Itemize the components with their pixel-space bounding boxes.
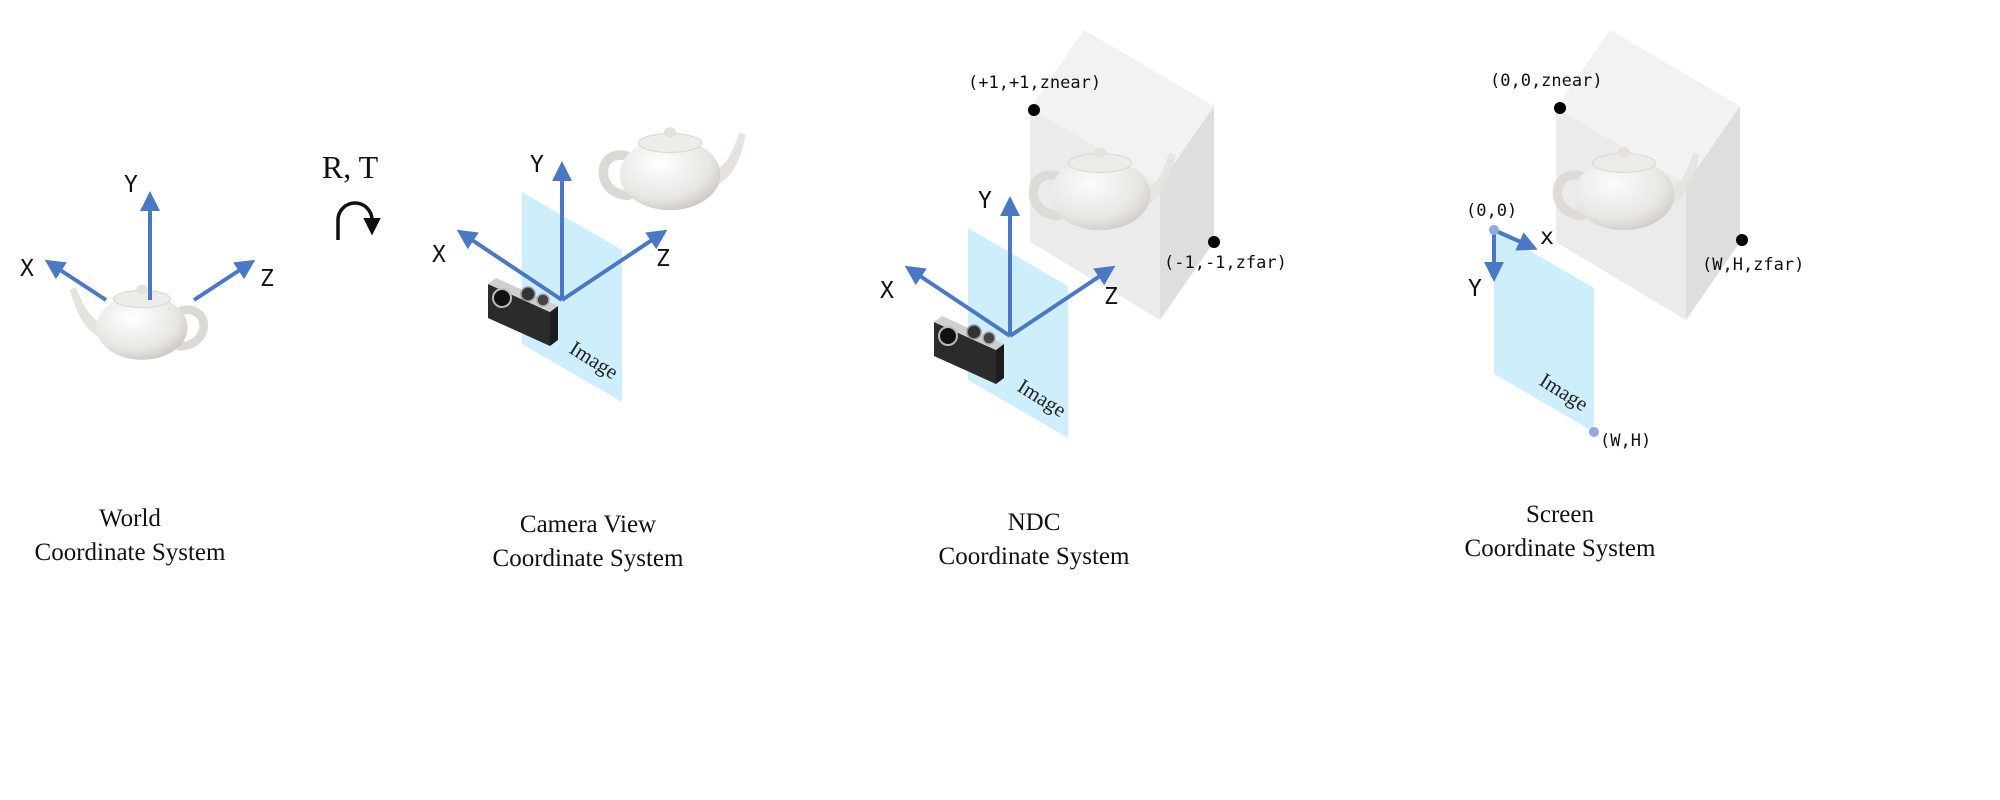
screen-far-corner-label: (W,H,zfar)	[1702, 255, 1804, 275]
screen-near-corner-label: (0,0,znear)	[1490, 71, 1603, 91]
world-teapot	[70, 285, 204, 360]
ndc-far-corner-point	[1208, 236, 1220, 248]
world-caption-line2: Coordinate System	[35, 539, 227, 566]
screen-image-corner-point	[1589, 427, 1599, 437]
camera-z-axis	[560, 229, 668, 302]
transform-indicator: R, T	[322, 149, 381, 240]
screen-image-plane	[1494, 230, 1594, 432]
camera-teapot	[603, 127, 745, 210]
world-z-label: Z	[260, 266, 274, 292]
ndc-axes	[904, 196, 1116, 338]
camera-caption-line1: Camera View	[520, 511, 656, 538]
ndc-y-label: Y	[978, 188, 992, 214]
world-z-axis	[192, 259, 256, 302]
screen-origin-label: (0,0)	[1466, 201, 1517, 221]
ndc-panel: Y X Z (+1,+1,znear) (-1,-1,zfar) Image N…	[880, 30, 1287, 570]
screen-panel: x Y (0,0) (W,H) (0,0,znear) (W,H,zfar) I…	[1465, 30, 1804, 562]
world-axes	[44, 191, 256, 302]
camera-caption-line2: Coordinate System	[493, 545, 685, 572]
screen-far-corner-point	[1736, 234, 1748, 246]
screen-x-axis	[1493, 228, 1538, 251]
transform-label: R, T	[322, 149, 379, 185]
ndc-caption-line2: Coordinate System	[939, 543, 1131, 570]
screen-x-label: x	[1540, 224, 1554, 250]
screen-y-label: Y	[1468, 276, 1482, 302]
world-y-label: Y	[124, 172, 138, 198]
camera-x-axis	[456, 229, 564, 302]
world-panel: Y X Z World Coordinate System	[20, 172, 274, 566]
camera-axes	[456, 161, 668, 302]
ndc-near-corner-point	[1028, 104, 1040, 116]
ndc-far-corner-label: (-1,-1,zfar)	[1164, 253, 1287, 273]
camera-x-label: X	[432, 242, 446, 268]
ndc-z-label: Z	[1104, 284, 1118, 310]
screen-origin-point	[1489, 225, 1499, 235]
world-caption-line1: World	[99, 505, 161, 532]
screen-axes	[1484, 228, 1538, 282]
screen-caption-line1: Screen	[1526, 501, 1595, 528]
ndc-caption-line1: NDC	[1008, 509, 1061, 536]
camera-y-label: Y	[530, 152, 544, 178]
world-x-axis	[44, 259, 108, 302]
transform-arrow-icon	[336, 201, 381, 240]
camera-panel: Y X Z Image Camera View Coordinate Syste…	[432, 127, 746, 572]
ndc-z-axis	[1008, 265, 1116, 338]
screen-near-corner-point	[1554, 102, 1566, 114]
screen-image-corner-label: (W,H)	[1600, 431, 1651, 451]
screen-caption-line2: Coordinate System	[1465, 535, 1657, 562]
camera-z-label: Z	[656, 246, 670, 272]
ndc-x-axis	[904, 265, 1012, 338]
camera-image-plane	[522, 192, 622, 402]
ndc-x-label: X	[880, 278, 894, 304]
world-x-label: X	[20, 256, 34, 282]
ndc-near-corner-label: (+1,+1,znear)	[968, 73, 1101, 93]
